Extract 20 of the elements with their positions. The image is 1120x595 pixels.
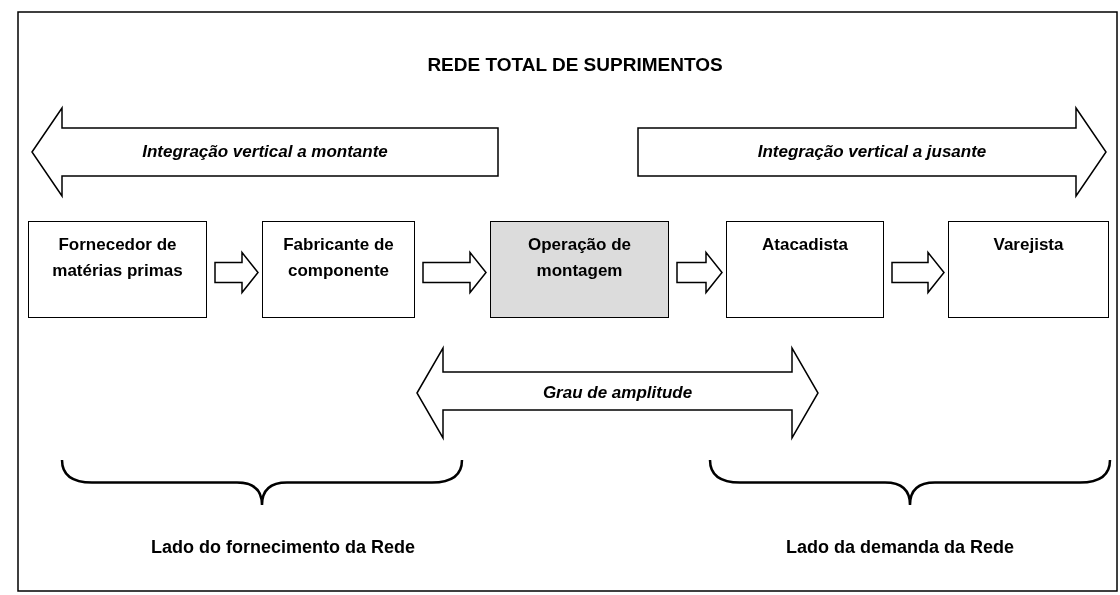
- box-label: Varejista: [993, 234, 1064, 256]
- process-box: [262, 221, 415, 318]
- block-arrow: [422, 250, 487, 295]
- block-arrow: [214, 250, 259, 295]
- box-label: Fornecedor de matérias primas: [51, 234, 184, 282]
- diagram-title: REDE TOTAL DE SUPRIMENTOS: [427, 54, 723, 76]
- side-label: Lado do fornecimento da Rede: [151, 537, 415, 558]
- process-box: [948, 221, 1109, 318]
- arrow-label: Grau de amplitude: [542, 383, 693, 403]
- box-label: Operação de montagem: [527, 234, 632, 282]
- block-arrow: [676, 250, 723, 295]
- process-box: [28, 221, 207, 318]
- process-box: [726, 221, 884, 318]
- block-arrow: [891, 250, 945, 295]
- side-label: Lado da demanda da Rede: [785, 537, 1015, 558]
- box-label: Fabricante de componente: [282, 234, 395, 282]
- box-label: Atacadista: [762, 234, 848, 256]
- arrow-label: Integração vertical a jusante: [757, 142, 987, 162]
- arrow-label: Integração vertical a montante: [142, 142, 388, 162]
- process-box: [490, 221, 669, 318]
